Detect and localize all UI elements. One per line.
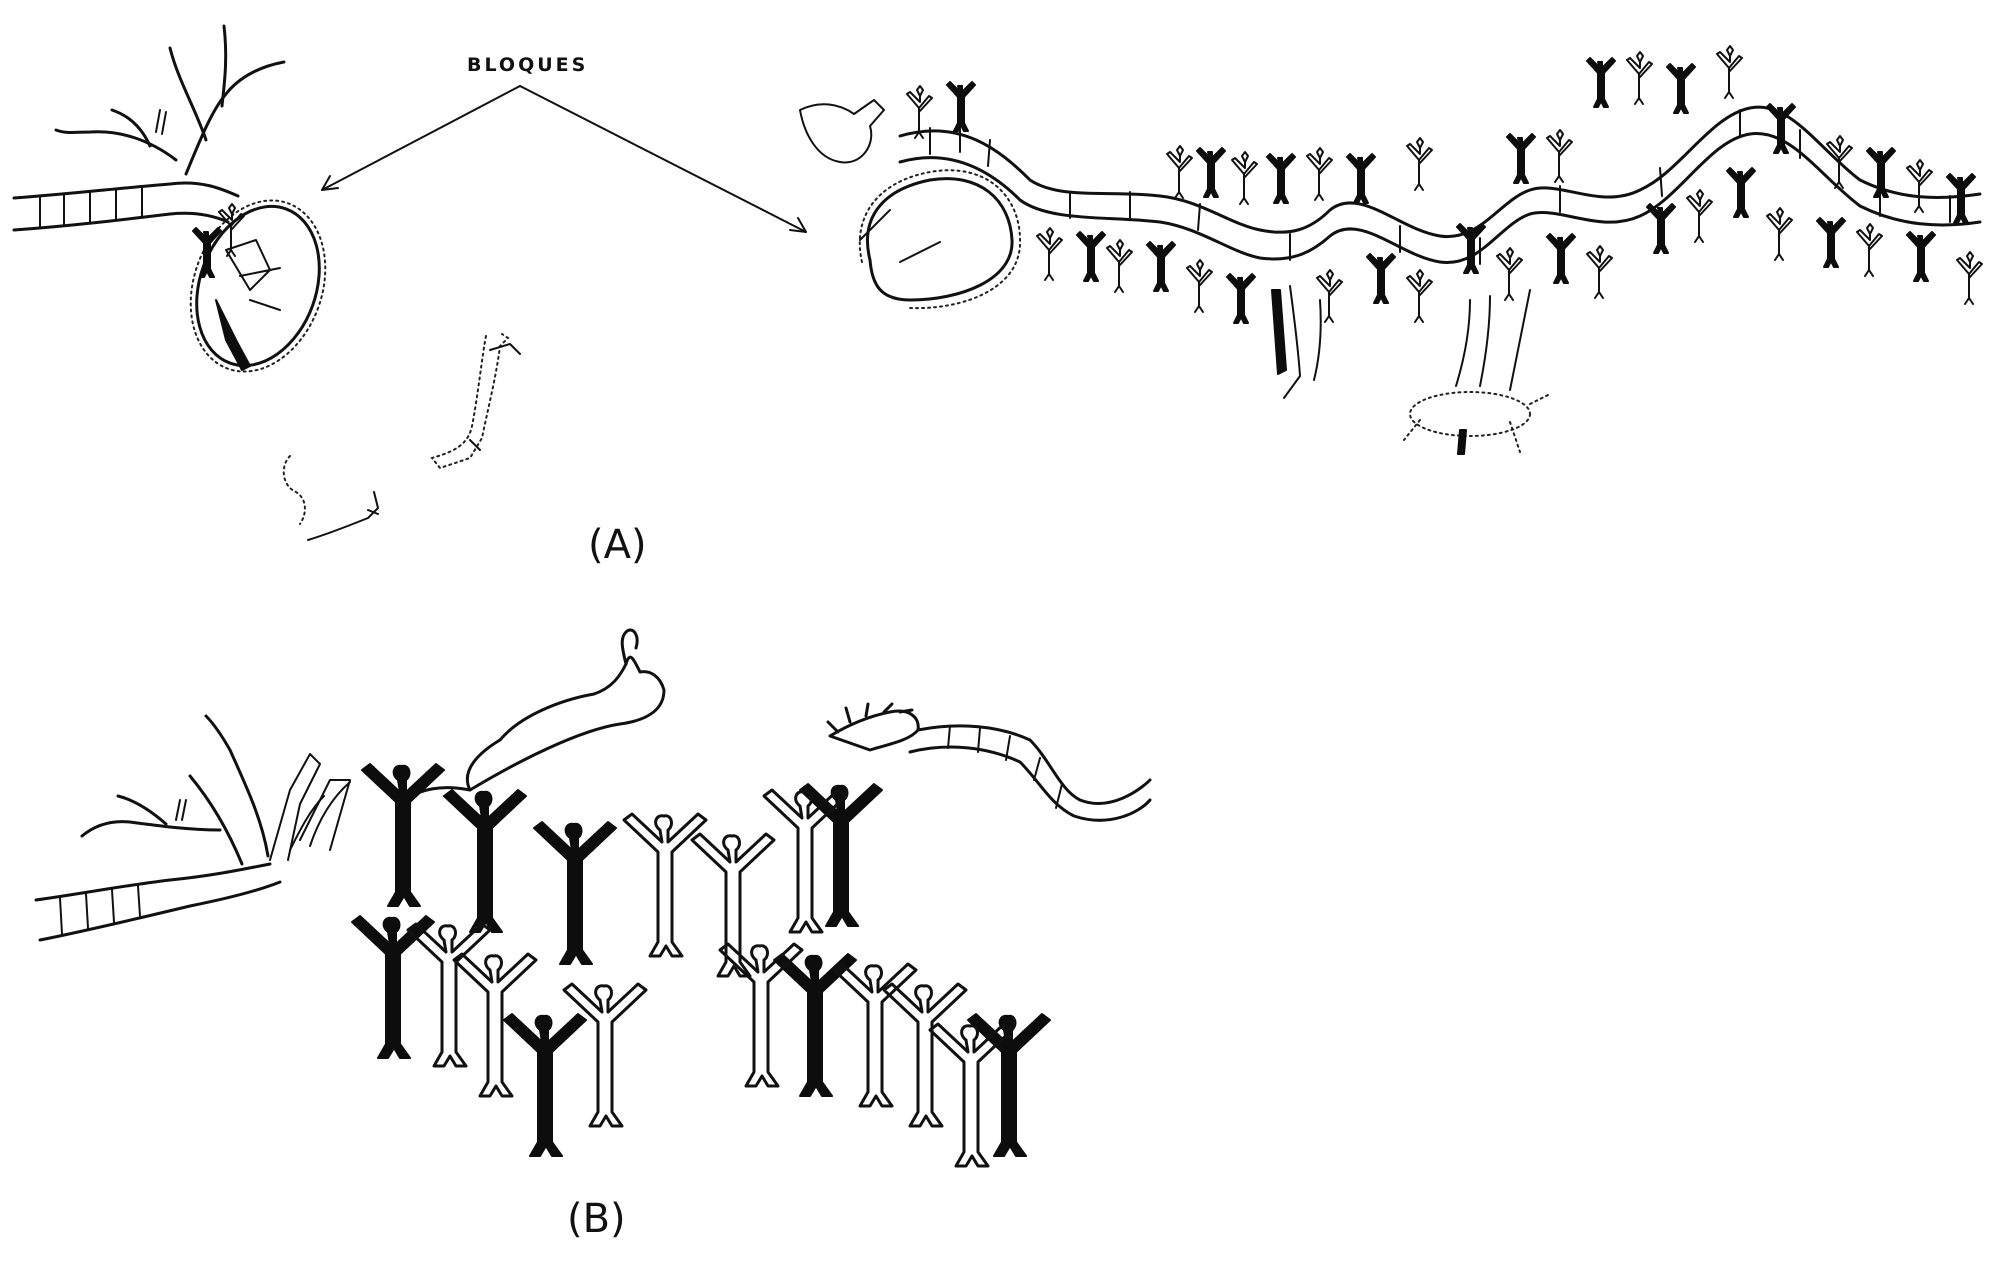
bloques-label: BLOQUES xyxy=(467,54,589,76)
panel-b-label: (B) xyxy=(567,1196,626,1242)
panel-a-figures-upper xyxy=(906,45,1976,224)
panel-a-label: (A) xyxy=(588,522,647,568)
panel-a-drawing xyxy=(12,24,1983,541)
panel-b-drawing xyxy=(34,628,1152,1168)
